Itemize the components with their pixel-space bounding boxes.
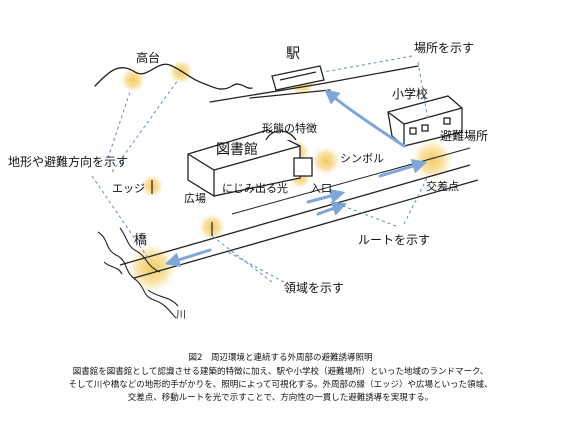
posts bbox=[151, 180, 213, 236]
label-kodai: 高台 bbox=[136, 50, 160, 65]
label-ryoiki: 領域を示す bbox=[284, 280, 344, 295]
hill-line bbox=[94, 63, 253, 90]
label-kawa: 川 bbox=[176, 310, 186, 321]
caption-body: 図書館を図書館として認識させる建築的特徴に加え、駅や小学校（避難場所）といった地… bbox=[0, 366, 561, 405]
glow-kodai-right bbox=[169, 60, 193, 84]
caption-line: 図書館を図書館として認識させる建築的特徴に加え、駅や小学校（避難場所）といった地… bbox=[72, 367, 489, 377]
label-kosaten: 交差点 bbox=[426, 179, 459, 193]
label-keitai: 形態の特徴 bbox=[262, 121, 317, 135]
label-eki: 駅 bbox=[286, 46, 300, 62]
caption-line: そして川や橋などの地形的手がかりを、照明によって可視化する。外周部の縁（エッジ）… bbox=[68, 380, 493, 390]
route-arrow-road bbox=[306, 188, 346, 204]
caption-line: 交差点、移動ルートを光で示すことで、方向性の一貫した避難誘導を実現する。 bbox=[127, 393, 434, 403]
station bbox=[271, 65, 325, 91]
rail-line bbox=[209, 65, 419, 103]
glow-kosaten bbox=[412, 140, 452, 180]
river bbox=[97, 227, 179, 319]
glow-symbol bbox=[312, 147, 340, 175]
glow-kodai-left bbox=[121, 68, 145, 92]
label-route: ルートを示す bbox=[358, 233, 430, 247]
label-edge: エッジ bbox=[112, 182, 145, 195]
label-chikei: 地形や避難方向を示す bbox=[8, 154, 128, 169]
route-arrows bbox=[164, 89, 428, 267]
label-hinan: 避難場所 bbox=[440, 128, 488, 143]
route-arrow-entrance bbox=[316, 201, 348, 216]
label-hashi: 橋 bbox=[134, 233, 147, 248]
leader-lines bbox=[91, 55, 429, 283]
label-basho: 場所を示す bbox=[414, 41, 474, 55]
labels: 高台 駅 場所を示す 小学校 避難場所 形態の特徴 図書館 シンボル 地形や避難… bbox=[8, 41, 488, 321]
caption-title: 図2 周辺環境と連続する外周部の避難誘導照明 bbox=[188, 353, 373, 363]
rail-line-2 bbox=[249, 89, 331, 99]
glow-hashi bbox=[128, 244, 176, 292]
road bbox=[119, 147, 479, 279]
label-nijimi: にじみ出る光 bbox=[222, 181, 288, 195]
library bbox=[187, 129, 313, 197]
label-symbol: シンボル bbox=[340, 152, 384, 165]
label-toshokan: 図書館 bbox=[216, 141, 258, 158]
route-arrow-kosaten bbox=[378, 158, 428, 178]
label-hiroba: 広場 bbox=[184, 192, 206, 205]
route-arrow-station bbox=[324, 89, 406, 148]
label-shogakko: 小学校 bbox=[392, 86, 428, 101]
terrain bbox=[94, 63, 419, 103]
sketch-diagram: 高台 駅 場所を示す 小学校 避難場所 形態の特徴 図書館 シンボル 地形や避難… bbox=[8, 41, 488, 321]
route-arrow-hashi bbox=[164, 248, 212, 267]
school bbox=[387, 95, 463, 147]
label-iriguchi: 入口 bbox=[310, 182, 332, 195]
